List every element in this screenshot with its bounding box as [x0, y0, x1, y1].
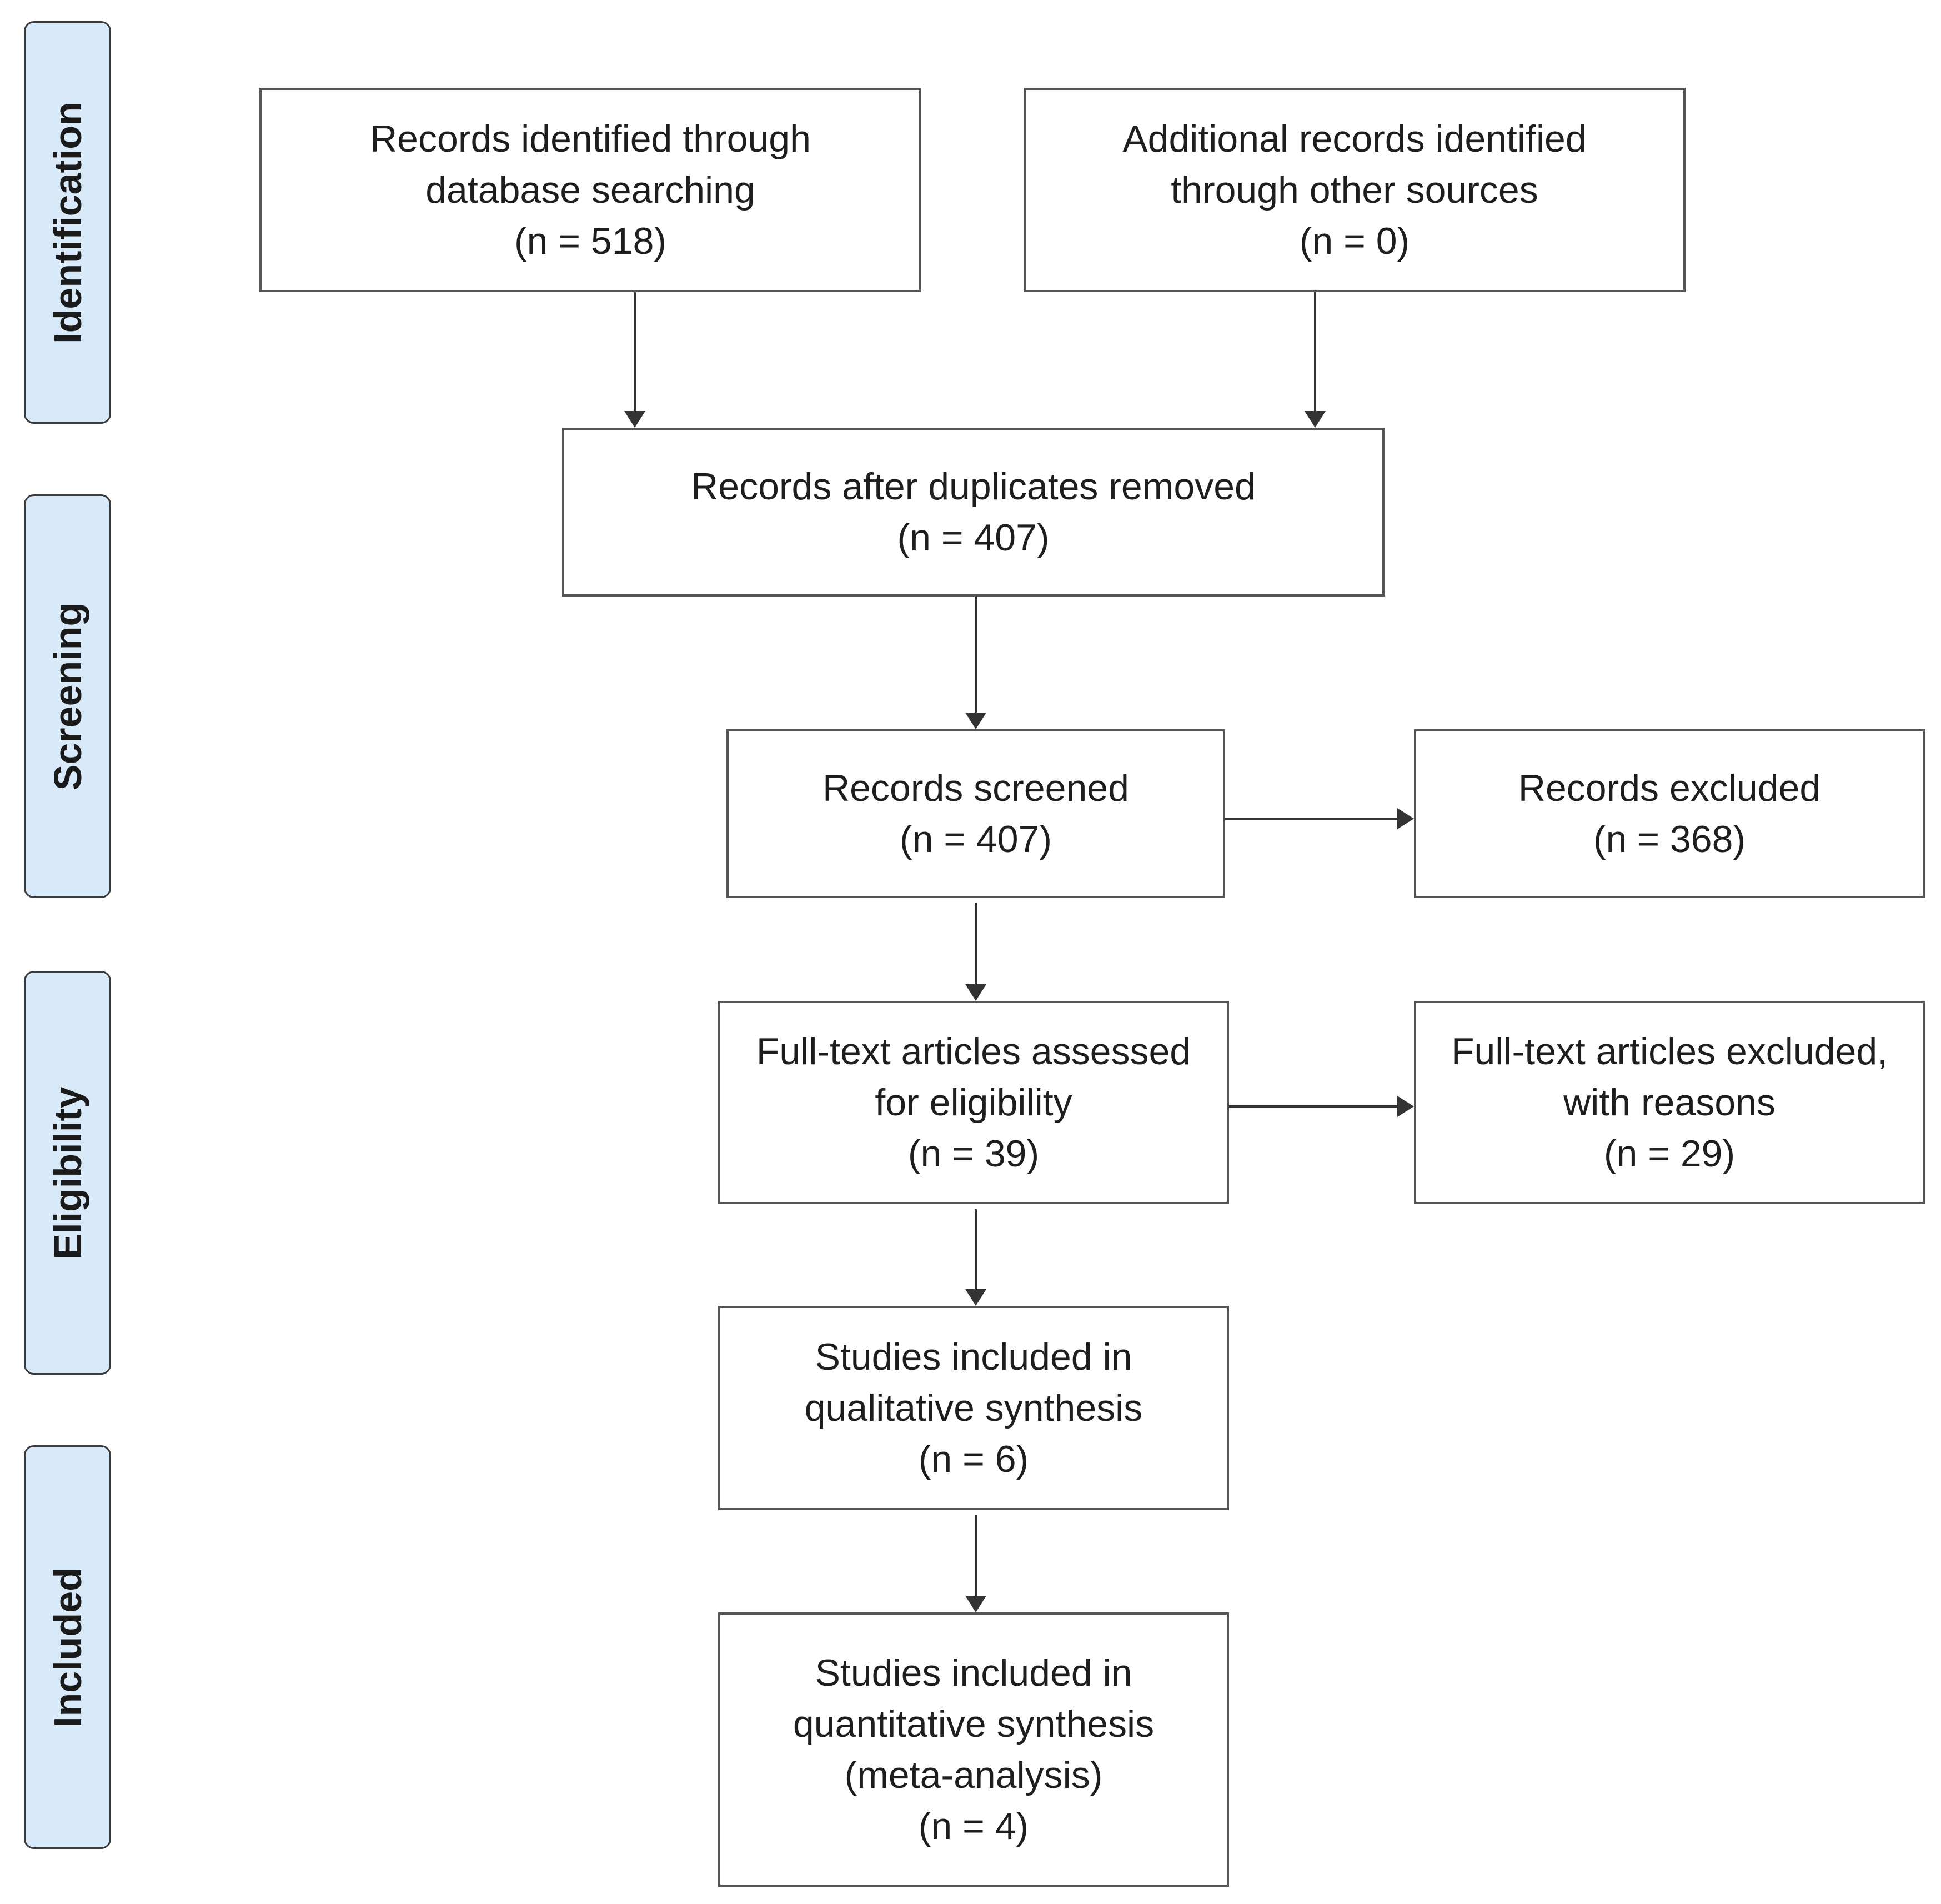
box-database-search-line1: Records identified through: [370, 118, 811, 160]
phase-identification: Identification: [24, 21, 111, 424]
box-fulltext-excluded-count: (n = 29): [1603, 1133, 1736, 1175]
box-qualitative-synthesis: Studies included in qualitative synthesi…: [718, 1306, 1229, 1510]
phase-included: Included: [24, 1445, 111, 1849]
box-fulltext-assessed-line1: Full-text articles assessed: [756, 1030, 1191, 1073]
box-other-sources-line2: through other sources: [1171, 169, 1538, 211]
phase-screening: Screening: [24, 494, 111, 898]
box-other-sources: Additional records identified through ot…: [1024, 88, 1686, 292]
box-records-excluded-line1: Records excluded: [1518, 767, 1821, 809]
box-quantitative-count: (n = 4): [918, 1805, 1029, 1847]
box-qualitative-line1: Studies included in: [815, 1336, 1132, 1378]
arrowhead-quantitative: [965, 1596, 986, 1612]
box-quantitative-synthesis: Studies included in quantitative synthes…: [718, 1612, 1229, 1887]
box-qualitative-line2: qualitative synthesis: [804, 1387, 1143, 1429]
box-quantitative-line1: Studies included in: [815, 1652, 1132, 1694]
box-fulltext-excluded: Full-text articles excluded, with reason…: [1414, 1001, 1925, 1204]
box-duplicates-removed: Records after duplicates removed (n = 40…: [562, 428, 1385, 597]
arrowhead-qualitative: [965, 1289, 986, 1306]
box-other-sources-line1: Additional records identified: [1122, 118, 1587, 160]
box-fulltext-excluded-line2: with reasons: [1563, 1081, 1776, 1124]
arrowhead-fulltext-excluded: [1397, 1096, 1414, 1117]
box-records-screened: Records screened (n = 407): [726, 729, 1225, 898]
box-records-screened-count: (n = 407): [899, 818, 1052, 860]
box-quantitative-line2: quantitative synthesis: [793, 1703, 1155, 1745]
box-fulltext-assessed: Full-text articles assessed for eligibil…: [718, 1001, 1229, 1204]
box-fulltext-excluded-line1: Full-text articles excluded,: [1451, 1030, 1888, 1073]
box-duplicates-removed-line1: Records after duplicates removed: [691, 465, 1256, 508]
box-records-excluded: Records excluded (n = 368): [1414, 729, 1925, 898]
arrowhead-fulltext: [965, 984, 986, 1001]
box-fulltext-assessed-line2: for eligibility: [875, 1081, 1072, 1124]
arrowhead-screened: [965, 713, 986, 729]
box-other-sources-count: (n = 0): [1299, 220, 1410, 262]
box-database-search-line2: database searching: [425, 169, 755, 211]
box-records-screened-line1: Records screened: [822, 767, 1129, 809]
phase-eligibility: Eligibility: [24, 971, 111, 1375]
arrowhead-database: [624, 411, 645, 428]
box-database-search: Records identified through database sear…: [259, 88, 921, 292]
box-duplicates-removed-count: (n = 407): [897, 517, 1050, 559]
arrowhead-excluded: [1397, 808, 1414, 829]
arrowhead-other: [1305, 411, 1326, 428]
box-quantitative-line3: (meta-analysis): [844, 1754, 1103, 1796]
box-fulltext-assessed-count: (n = 39): [907, 1133, 1040, 1175]
box-records-excluded-count: (n = 368): [1593, 818, 1746, 860]
box-database-search-count: (n = 518): [514, 220, 667, 262]
box-qualitative-count: (n = 6): [918, 1438, 1029, 1480]
